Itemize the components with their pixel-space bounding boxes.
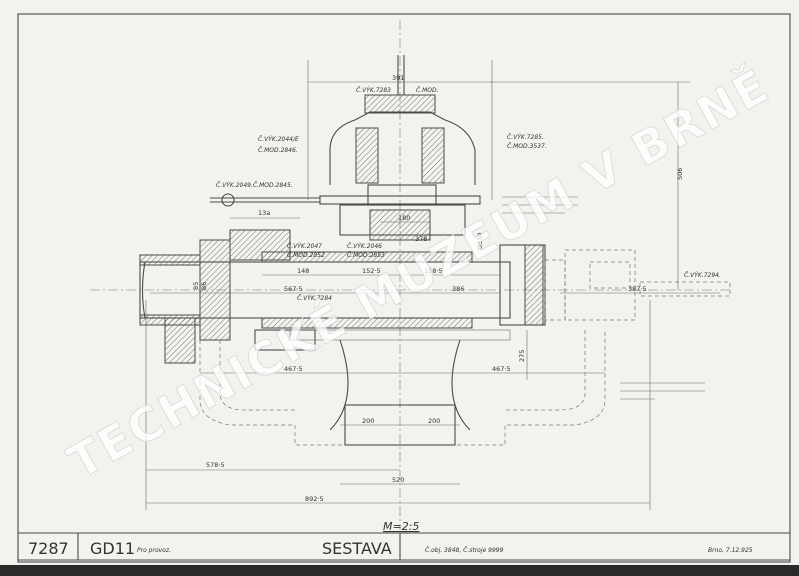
- ref-vyk-7284: Č.VÝK.7284: [297, 295, 332, 302]
- dim-567-5: 567·5: [284, 285, 303, 293]
- dim-180: 180: [398, 214, 410, 222]
- dim-506: 506: [676, 168, 684, 180]
- order-number: Č.obj. 3848, Č.stroje 9999: [425, 547, 504, 554]
- dim-387-5: 387·5: [628, 285, 647, 293]
- ref-vyk-2046: Č.VÝK.2046: [347, 243, 382, 250]
- dim-467-5-right: 467·5: [492, 365, 511, 373]
- ref-mod-2852: Č.MOD.2852: [287, 252, 325, 259]
- machine-type: GD11: [90, 539, 135, 558]
- title-block: 7287 GD11 Pro provoz. SESTAVA Č.obj. 384…: [28, 539, 753, 558]
- ref-vyk-2044e: Č.VÝK.2044/E: [258, 136, 299, 143]
- dim-200-left: 200: [362, 417, 374, 425]
- dimension-labels: 391 506 13a 180 378 Ø350 85 86 148 152·5…: [192, 74, 684, 503]
- ref-mod-2846: Č.MOD.2846.: [258, 147, 298, 154]
- title-note: Pro provoz.: [137, 547, 171, 554]
- dim-86: 86: [200, 282, 208, 290]
- ref-mod-3537: Č.MOD.3537.: [507, 143, 547, 150]
- dim-467-5-left: 467·5: [284, 365, 303, 373]
- dim-386: 386: [452, 285, 464, 293]
- dim-148: 148: [297, 267, 309, 275]
- ref-vyk-2049: Č.VÝK.2049.: [216, 182, 253, 189]
- dim-892-5: 892·5: [305, 495, 324, 503]
- ref-vyk-7283: Č.VÝK.7283: [356, 87, 391, 94]
- dim-350: Ø350: [476, 232, 484, 250]
- ref-vyk-2047: Č.VÝK.2047: [287, 243, 322, 250]
- dim-578-5: 578·5: [206, 461, 225, 469]
- shaft-assembly: [139, 193, 731, 364]
- dim-200-right: 200: [428, 417, 440, 425]
- ref-mod-2853: Č.MOD.2853: [347, 252, 385, 259]
- part-reference-labels: Č.VÝK.7283 Č.MOD. Č.VÝK.2044/E Č.MOD.284…: [216, 87, 721, 302]
- dim-275: 275: [518, 350, 526, 362]
- dimension-lines: [145, 60, 720, 510]
- place-date: Brno, 7.12.925: [708, 547, 753, 554]
- dim-391: 391: [392, 74, 404, 82]
- ref-mod-2845: Č.MOD.2845.: [253, 182, 293, 189]
- dim-13a: 13a: [258, 209, 270, 217]
- dim-378: 378: [415, 235, 427, 243]
- ref-vyk-7285: Č.VÝK.7285.: [507, 134, 544, 141]
- dim-85: 85: [192, 282, 200, 290]
- sheet-frame: [0, 13, 799, 576]
- drawing-title: SESTAVA: [322, 539, 392, 558]
- dim-158-5: 158·5: [424, 267, 443, 275]
- dim-152-5: 152·5: [362, 267, 381, 275]
- drawing-number: 7287: [28, 539, 69, 558]
- motor-housing: [319, 55, 481, 241]
- dim-520: 520: [392, 476, 404, 484]
- ref-vyk-7294: Č.VÝK.7294.: [684, 272, 721, 279]
- handwritten-notes: [502, 196, 705, 400]
- scale-label: M=2:5: [383, 520, 419, 533]
- ref-mod-top: Č.MOD.: [416, 87, 439, 94]
